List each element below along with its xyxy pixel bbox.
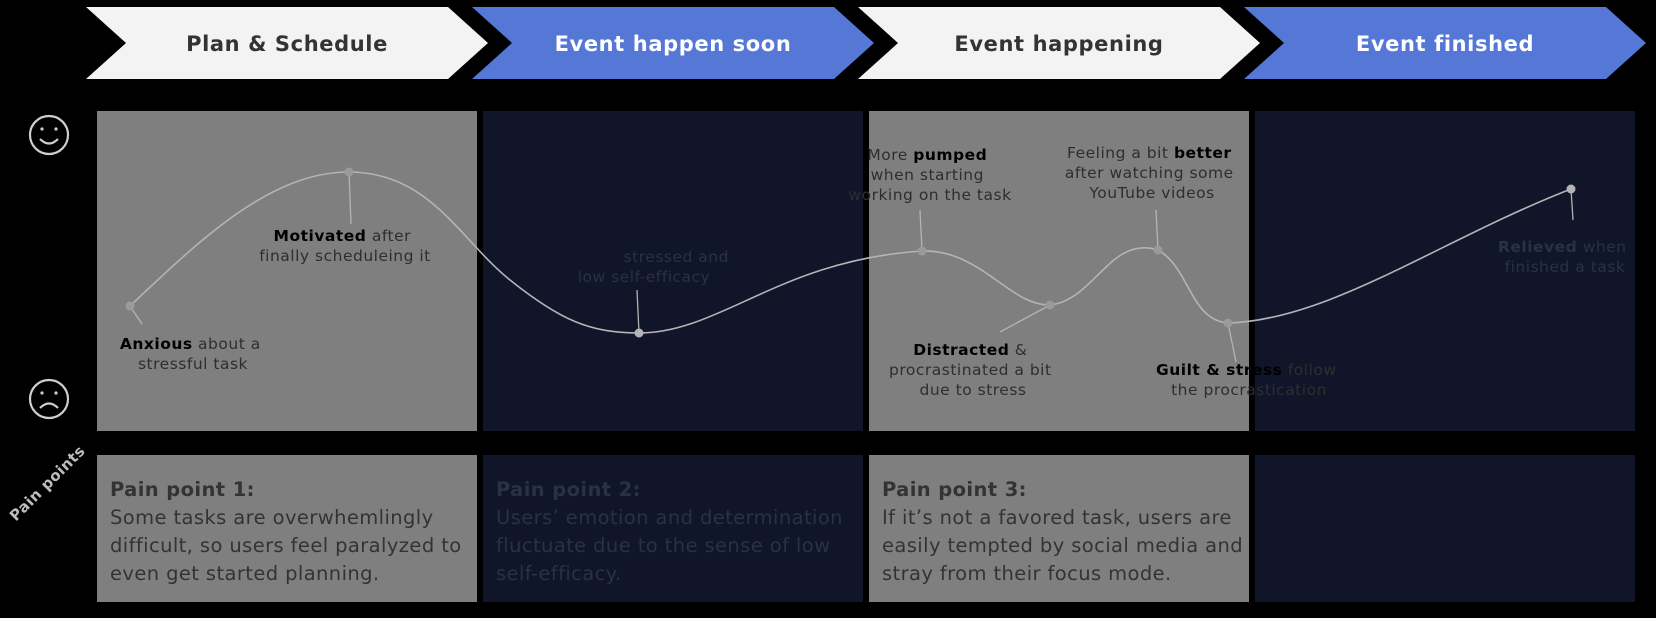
- pain-point-1: Pain point 1: Some tasks are overwhemlin…: [110, 476, 475, 588]
- curve-point-2: [344, 167, 354, 177]
- pain-point-1-title: Pain point 1:: [110, 478, 255, 501]
- emotion-panel-3: [869, 111, 1249, 431]
- emotion-panel-1: [97, 111, 477, 431]
- annotation-distracted: Distracted & procrastinated a bit due to…: [889, 341, 1057, 399]
- annotation-guilt-bold: Guilt & stress: [1156, 361, 1282, 379]
- annotation-motivated: Motivated after finally scheduleing it: [259, 227, 431, 265]
- annotation-distracted-line3: due to stress: [920, 381, 1027, 399]
- pain-point-panel-1: [97, 455, 477, 602]
- pain-point-3-text: If it’s not a favored task, users are ea…: [882, 506, 1244, 585]
- annotation-relieved-rest: when: [1577, 238, 1626, 256]
- annotation-anxious-bold: Anxious: [120, 335, 193, 353]
- annotation-stressed-line1: stressed and: [624, 248, 729, 266]
- pain-point-panels: [97, 455, 1635, 602]
- pain-point-panel-2: [483, 455, 863, 602]
- phase-chevron-3: [858, 7, 1260, 79]
- annotation-distracted-rest: &: [1009, 341, 1027, 359]
- phase-label-2: Event happen soon: [555, 32, 792, 56]
- annotation-relieved: Relieved when finished a task: [1498, 238, 1632, 276]
- pain-point-1-text: Some tasks are overwhemlingly difficult,…: [110, 506, 462, 585]
- emotion-panel-2: [483, 111, 863, 431]
- pain-point-2: Pain point 2: Users’ emotion and determi…: [496, 476, 861, 588]
- callout-line-2: [348, 171, 352, 225]
- curve-point-3: [634, 328, 644, 338]
- curve-point-1: [125, 301, 135, 311]
- frowning-face-icon: [28, 378, 70, 420]
- annotation-stressed: stressed and low self-efficacy: [578, 248, 735, 286]
- annotation-guilt-rest: follow: [1282, 361, 1336, 379]
- annotation-motivated-line2: finally scheduleing it: [259, 247, 431, 265]
- curve-point-8: [1566, 184, 1576, 194]
- annotation-anxious-rest: about a: [193, 335, 261, 353]
- annotation-distracted-line2: procrastinated a bit: [889, 361, 1052, 379]
- curve-point-7: [1223, 318, 1233, 328]
- phase-label-1: Plan & Schedule: [186, 32, 388, 56]
- pain-point-2-title: Pain point 2:: [496, 478, 641, 501]
- annotations: Anxious about a stressful task Motivated…: [120, 144, 1632, 399]
- phase-header: Plan & Schedule Event happen soon Event …: [86, 7, 1646, 79]
- annotation-motivated-bold: Motivated: [274, 227, 367, 245]
- curve-point-4: [917, 246, 927, 256]
- annotation-guilt-line2: the procrastication: [1171, 381, 1327, 399]
- phase-chevron-4: [1244, 7, 1646, 79]
- annotation-better-bold: better: [1174, 144, 1232, 162]
- annotation-anxious: Anxious about a stressful task: [120, 335, 266, 373]
- annotation-stressed-line2: low self-efficacy: [578, 268, 711, 286]
- annotation-motivated-rest: after: [366, 227, 411, 245]
- pain-point-2-text: Users’ emotion and determination fluctua…: [496, 506, 843, 585]
- annotation-relieved-line2: finished a task: [1505, 258, 1626, 276]
- pain-point-panel-3: [869, 455, 1249, 602]
- phase-chevron-1: [86, 7, 488, 79]
- annotation-anxious-line2: stressful task: [138, 355, 248, 373]
- annotation-pumped-line3: working on the task: [848, 186, 1011, 204]
- annotation-better-line3: YouTube videos: [1088, 184, 1214, 202]
- callout-line-8: [1570, 188, 1574, 221]
- curve-point-5: [1045, 300, 1055, 310]
- annotation-pumped-line2: when starting: [871, 166, 984, 184]
- annotation-relieved-bold: Relieved: [1498, 238, 1577, 256]
- emotion-curve: [125, 167, 1576, 363]
- phase-label-3: Event happening: [954, 32, 1163, 56]
- emotion-panel-4: [1255, 111, 1635, 431]
- annotation-better-pre: Feeling a bit: [1067, 144, 1174, 162]
- curve-point-6: [1153, 245, 1163, 255]
- phase-chevron-2: [472, 7, 874, 79]
- smiley-face-icon: [28, 114, 70, 156]
- annotation-distracted-bold: Distracted: [913, 341, 1009, 359]
- pain-point-3-title: Pain point 3:: [882, 478, 1027, 501]
- emotion-panels: [97, 111, 1635, 431]
- pain-point-3: Pain point 3: If it’s not a favored task…: [882, 476, 1247, 588]
- annotation-pumped-pre: More: [867, 146, 913, 164]
- annotation-better-line2: after watching some: [1065, 164, 1234, 182]
- annotation-guilt: Guilt & stress follow the procrasticatio…: [1156, 361, 1342, 399]
- annotation-better: Feeling a bit better after watching some…: [1065, 144, 1239, 202]
- callout-line-4: [919, 209, 923, 252]
- phase-label-4: Event finished: [1356, 32, 1534, 56]
- pain-point-panel-4: [1255, 455, 1635, 602]
- callout-line-5: [999, 304, 1051, 333]
- callout-line-3: [636, 289, 640, 334]
- callout-line-7: [1227, 322, 1237, 363]
- callout-line-6: [1155, 209, 1159, 251]
- annotation-pumped: More pumped when starting working on the…: [848, 146, 1011, 204]
- annotation-pumped-bold: pumped: [913, 146, 987, 164]
